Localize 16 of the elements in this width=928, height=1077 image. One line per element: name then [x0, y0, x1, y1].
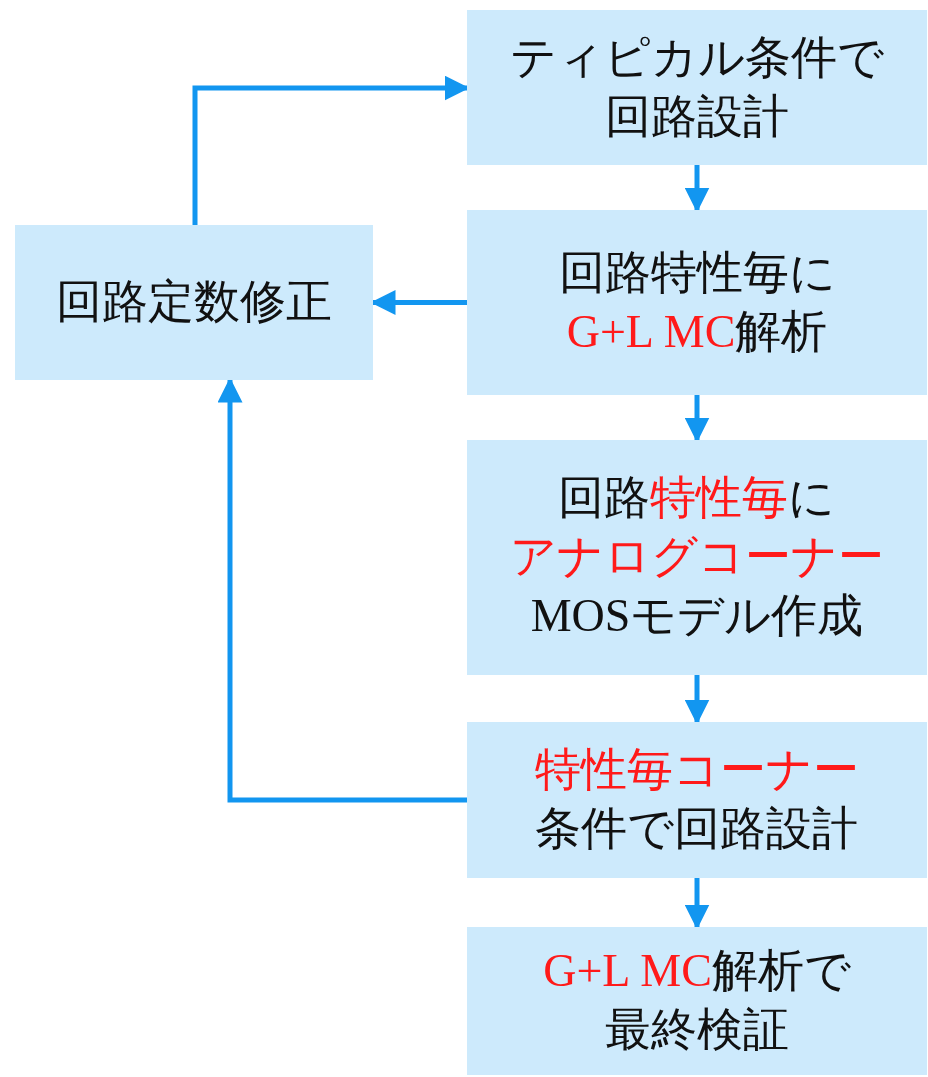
- arrow: [684, 395, 710, 443]
- box-text: 回路定数修正: [56, 275, 332, 330]
- process-box: [15, 225, 373, 380]
- process-box: [467, 440, 927, 675]
- box-text: G+L MC解析で最終検証: [542, 944, 852, 1057]
- box-text: 特性毎コーナー条件で回路設計: [534, 743, 860, 856]
- box-text: 回路特性毎にG+L MC解析: [557, 245, 837, 359]
- arrow: [684, 878, 710, 930]
- process-box: [467, 722, 927, 878]
- arrow: [684, 165, 710, 213]
- box-text: 回路特性毎にアナログコーナーMOSモデル作成: [509, 471, 885, 643]
- process-box: [467, 10, 927, 165]
- process-box: [467, 927, 927, 1075]
- arrow: [684, 675, 710, 725]
- process-box: [467, 210, 927, 395]
- box-text: ティピカル条件で回路設計: [509, 30, 885, 144]
